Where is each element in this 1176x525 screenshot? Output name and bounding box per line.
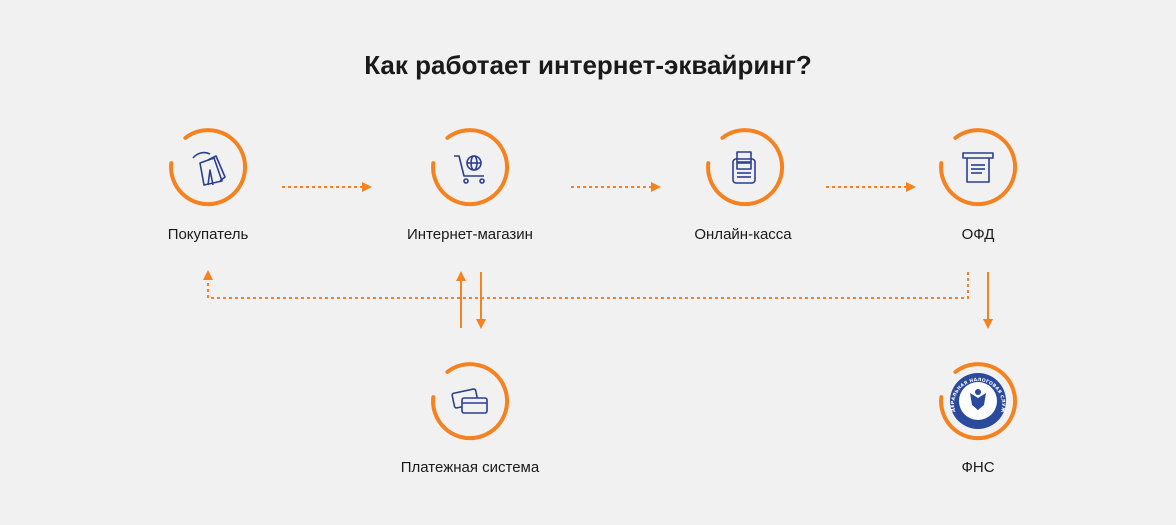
node-ring-shop	[431, 128, 510, 207]
node-label-payment: Платежная система	[400, 459, 540, 476]
node-label-kassa: Онлайн-касса	[694, 226, 792, 243]
node-label-fns: ФНС	[961, 459, 995, 476]
node-ring-buyer	[169, 128, 248, 207]
node-label-shop: Интернет-магазин	[407, 226, 533, 243]
cart-globe-icon	[454, 155, 485, 184]
node-ring-ofd	[939, 128, 1018, 207]
receipt-icon	[962, 152, 994, 183]
node-ring-payment	[431, 362, 510, 441]
fns-logo-icon: ФЕДЕРАЛЬНАЯ НАЛОГОВАЯ СЛУЖБА	[0, 0, 1006, 429]
shopping-bags-icon	[192, 151, 226, 186]
page-title: Как работает интернет-эквайринг?	[364, 50, 812, 80]
node-ring-kassa	[706, 128, 785, 207]
credit-cards-icon	[451, 388, 488, 414]
node-ring-fns	[939, 362, 1018, 441]
node-label-ofd: ОФД	[961, 226, 995, 243]
node-label-buyer: Покупатель	[167, 226, 249, 243]
arrow-ofd-to-buyer	[203, 270, 969, 299]
cash-register-icon	[732, 151, 756, 184]
fns-logo-text: ФЕДЕРАЛЬНАЯ НАЛОГОВАЯ СЛУЖБА	[0, 0, 1006, 413]
